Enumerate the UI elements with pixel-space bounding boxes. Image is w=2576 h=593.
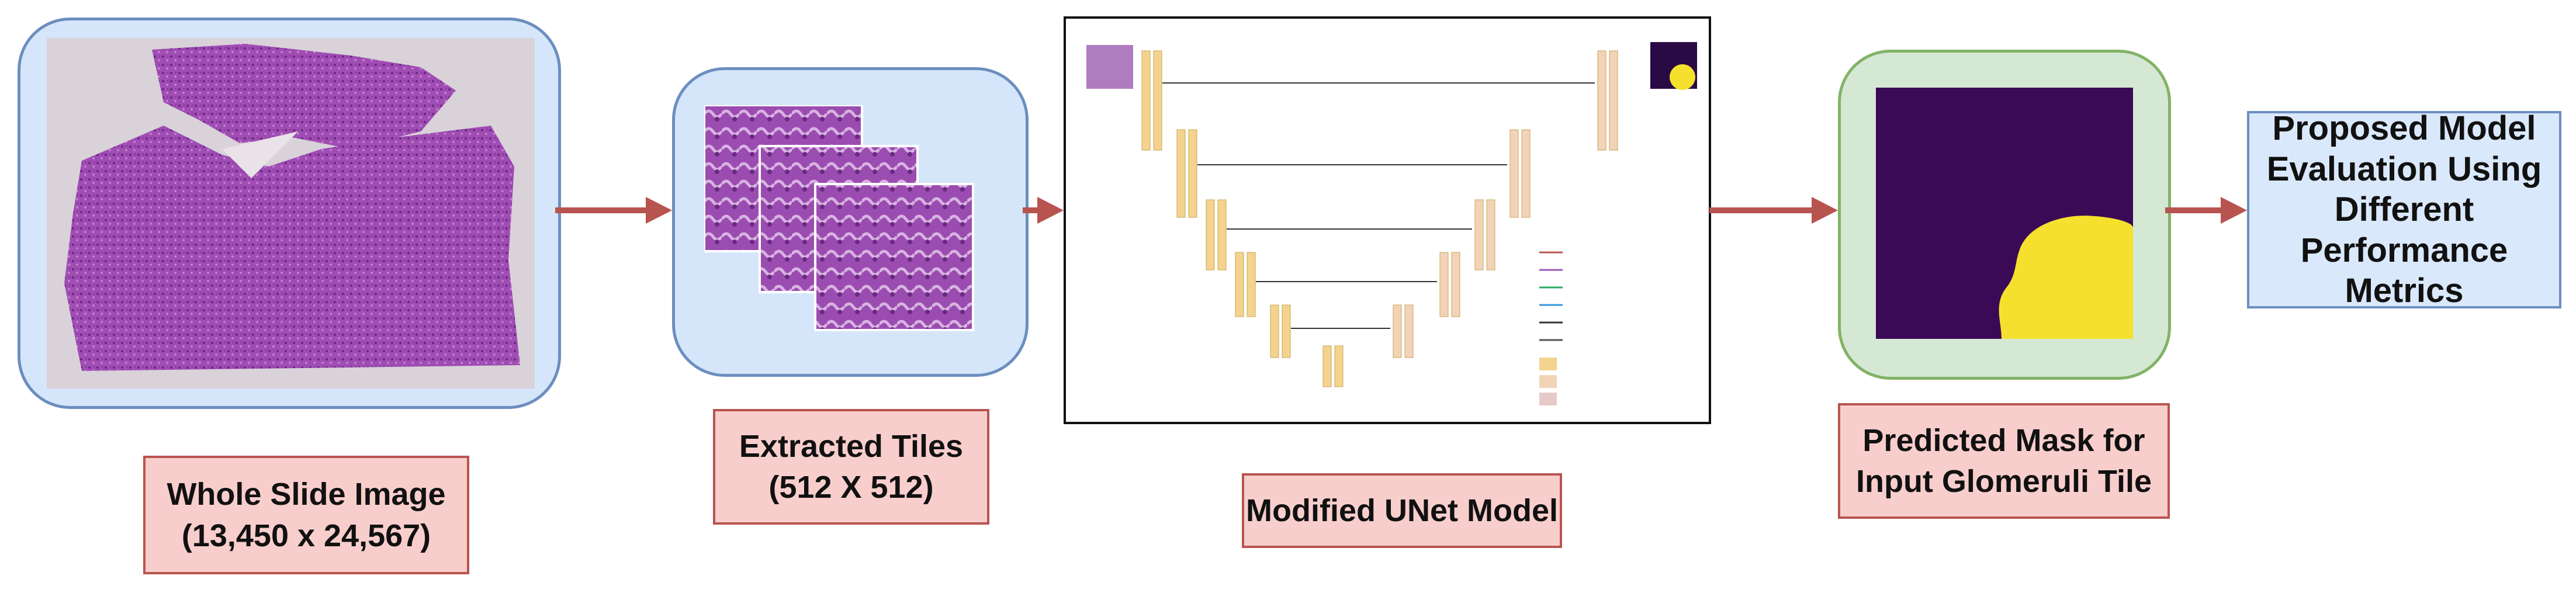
tiles-stack bbox=[704, 105, 974, 331]
whole-slide-image bbox=[47, 38, 535, 389]
extracted-tiles-label: Extracted Tiles (512 X 512) bbox=[713, 409, 989, 525]
whole-slide-image-stage bbox=[18, 18, 561, 409]
extracted-tiles-stage bbox=[672, 67, 1029, 377]
mask-glomerulus-region bbox=[1999, 216, 2133, 339]
predicted-mask-label: Predicted Mask for Input Glomeruli Tile bbox=[1838, 403, 2170, 519]
unet-architecture-panel bbox=[1064, 16, 1711, 424]
predicted-mask-stage bbox=[1838, 50, 2171, 380]
tissue-main-section bbox=[64, 126, 520, 371]
unet-diagram bbox=[1086, 42, 1697, 405]
modified-unet-label: Modified UNet Model bbox=[1242, 473, 1562, 548]
tissue-upper-lobe bbox=[152, 44, 456, 149]
whole-slide-image-label: Whole Slide Image (13,450 x 24,567) bbox=[143, 456, 469, 574]
predicted-mask-image bbox=[1876, 88, 2133, 339]
evaluation-box: Proposed Model Evaluation Using Differen… bbox=[2247, 109, 2561, 310]
